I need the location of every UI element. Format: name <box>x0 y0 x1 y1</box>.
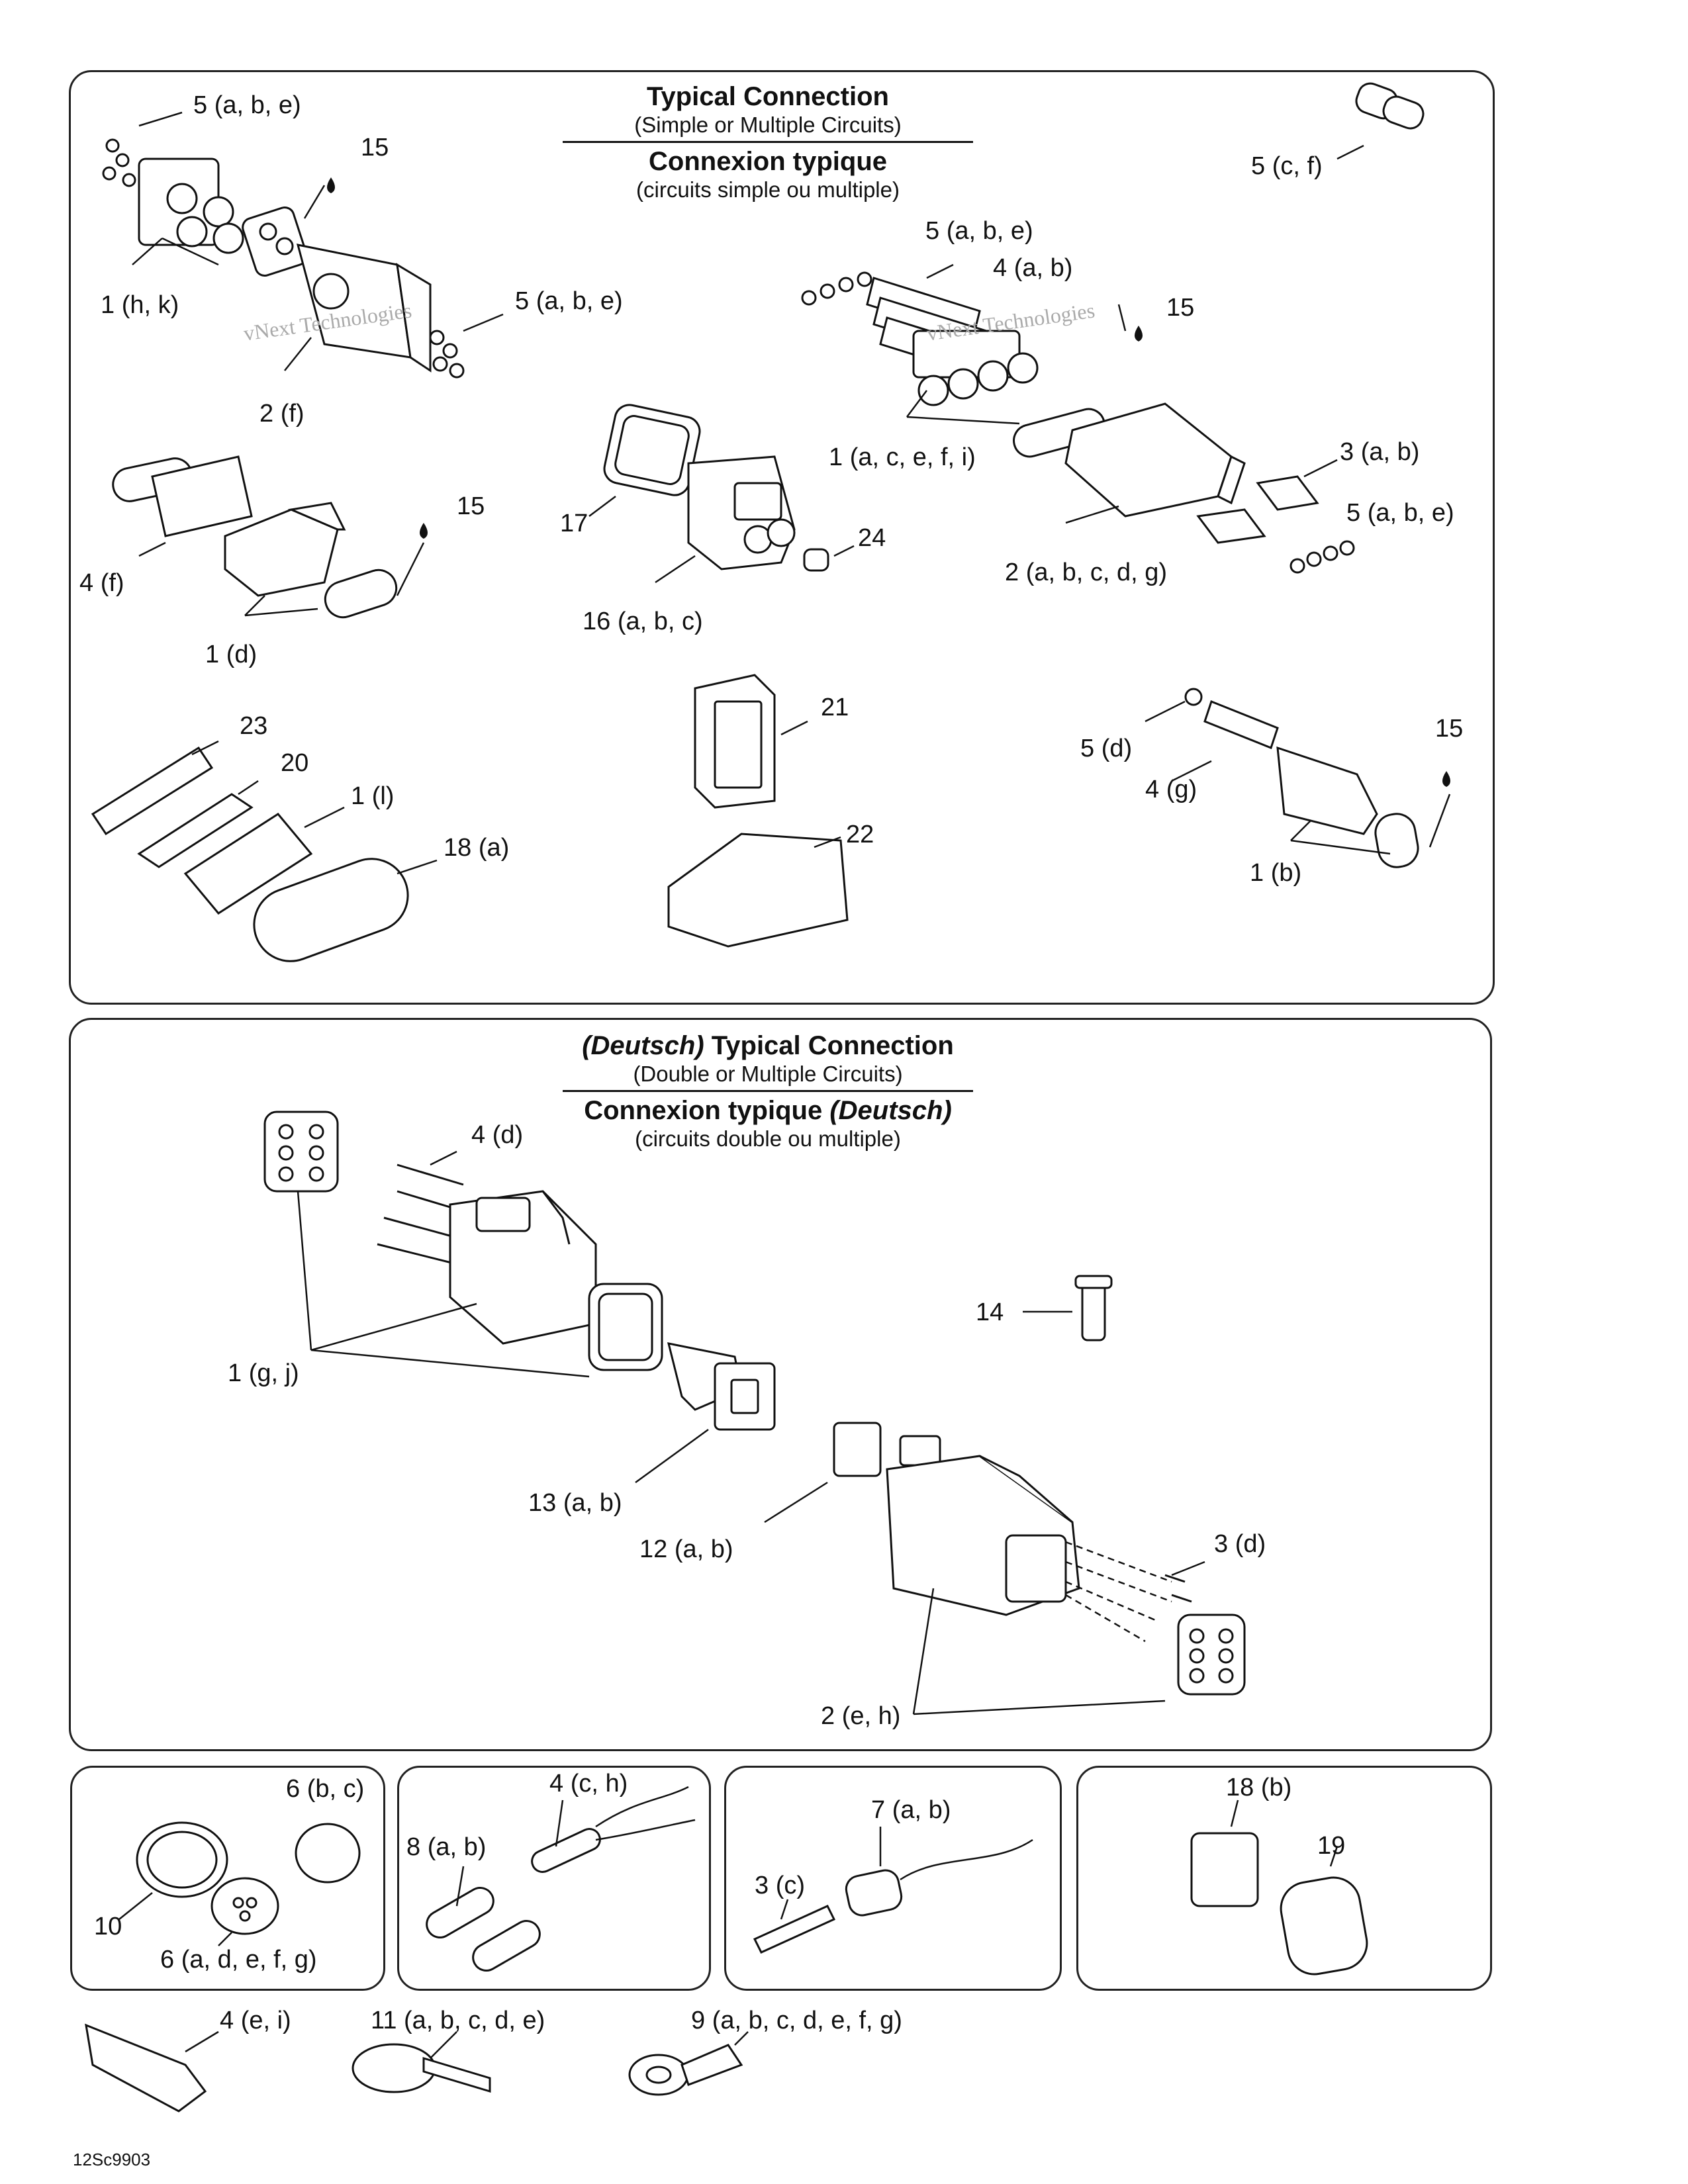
title-en-main: Typical Connection <box>711 1031 954 1060</box>
callout-6adefg: 6 (a, d, e, f, g) <box>160 1946 317 1974</box>
callout-23: 23 <box>240 712 268 740</box>
callout-15-b: 15 <box>1166 294 1195 322</box>
callout-1hk: 1 (h, k) <box>101 291 179 319</box>
title-fr: Connexion typique <box>649 147 887 176</box>
callout-5abe-right2: 5 (a, b, e) <box>1346 499 1454 527</box>
callout-13ab: 13 (a, b) <box>528 1489 622 1517</box>
terminal-block-21-22-drawing <box>667 674 849 948</box>
callout-3d: 3 (d) <box>1214 1530 1266 1558</box>
header-divider <box>563 141 973 143</box>
callout-2f: 2 (f) <box>259 400 305 428</box>
callout-5d: 5 (d) <box>1080 735 1133 762</box>
panel-deutsch-connection <box>69 1018 1492 1751</box>
pin-14-drawing <box>1023 1275 1113 1342</box>
typical-connection-header: Typical Connection (Simple or Multiple C… <box>563 83 973 201</box>
ring-terminal-9-drawing <box>628 2031 749 2096</box>
connector-2abcdg-drawing <box>801 263 1355 574</box>
deutsch-receptacle-drawing <box>764 1422 1246 1715</box>
callout-1acefi: 1 (a, c, e, f, i) <box>829 443 976 471</box>
wire-8-drawing <box>426 1786 696 1972</box>
connector-18b-19-drawing <box>1190 1799 1368 1976</box>
callout-1l: 1 (l) <box>351 782 395 810</box>
callout-5abe-right: 5 (a, b, e) <box>925 217 1033 245</box>
title-en-prefix: (Deutsch) <box>582 1031 704 1060</box>
callout-1d: 1 (d) <box>205 641 258 668</box>
seal-5cf-drawing <box>1336 82 1425 160</box>
subtitle-en: (Double or Multiple Circuits) <box>633 1062 903 1086</box>
callout-8ab: 8 (a, b) <box>406 1833 487 1861</box>
fuse-holder-7-drawing <box>753 1827 1033 1954</box>
panel-kit-18b-19 <box>1076 1766 1492 1991</box>
callout-5abe-top: 5 (a, b, e) <box>193 91 301 119</box>
callout-15-a: 15 <box>361 134 389 161</box>
subtitle-fr: (circuits simple ou multiple) <box>636 177 900 202</box>
deutsch-connection-header: (Deutsch) Typical Connection (Double or … <box>563 1032 973 1150</box>
title-fr: Connexion typique (Deutsch) <box>563 1097 973 1124</box>
callout-5cf: 5 (c, f) <box>1251 152 1323 180</box>
callout-2eh: 2 (e, h) <box>821 1702 901 1730</box>
callout-4f: 4 (f) <box>79 569 124 597</box>
callout-20: 20 <box>281 749 309 777</box>
callout-6bc: 6 (b, c) <box>286 1775 365 1803</box>
header-divider <box>563 1090 973 1092</box>
title-en: (Deutsch) Typical Connection <box>563 1032 973 1059</box>
callout-15-d: 15 <box>1435 715 1464 743</box>
callout-11abcde: 11 (a, b, c, d, e) <box>371 2007 545 2034</box>
title-fr-suffix: (Deutsch) <box>829 1096 952 1125</box>
connector-1b-drawing <box>1145 688 1451 868</box>
callout-1b: 1 (b) <box>1250 859 1302 887</box>
callout-1gj: 1 (g, j) <box>228 1359 299 1387</box>
callout-15-c: 15 <box>457 492 485 520</box>
panel-kit-7-3c <box>724 1766 1062 1991</box>
callout-14: 14 <box>976 1298 1004 1326</box>
callout-7ab: 7 (a, b) <box>871 1796 951 1824</box>
callout-9abcdefg: 9 (a, b, c, d, e, f, g) <box>691 2007 902 2034</box>
callout-2abcdg: 2 (a, b, c, d, g) <box>1005 559 1167 586</box>
terminal-4ei-drawing <box>85 2023 219 2113</box>
callout-4ei: 4 (e, i) <box>220 2007 291 2034</box>
callout-18a: 18 (a) <box>444 834 510 862</box>
callout-5abe-mid: 5 (a, b, e) <box>515 287 623 315</box>
callout-19: 19 <box>1317 1832 1346 1860</box>
deutsch-plug-drawing <box>263 1111 776 1484</box>
callout-10: 10 <box>94 1913 122 1940</box>
callout-24: 24 <box>858 524 886 552</box>
title-en: Typical Connection <box>647 82 889 111</box>
connector-1hk-drawing <box>102 111 504 379</box>
panel-kit-4ch-8 <box>397 1766 711 1991</box>
callout-4g: 4 (g) <box>1145 776 1197 803</box>
cap-10-drawing <box>118 1821 361 1946</box>
connector-18a-drawing <box>91 740 438 962</box>
callout-21: 21 <box>821 694 849 721</box>
callout-18b: 18 (b) <box>1226 1774 1292 1801</box>
cable-tie-11-drawing <box>352 2031 491 2093</box>
callout-16abc: 16 (a, b, c) <box>583 608 703 635</box>
panel-typical-connection <box>69 70 1495 1005</box>
callout-22: 22 <box>846 821 874 848</box>
connector-1d-drawing <box>112 455 428 619</box>
figure-code: 12Sc9903 <box>73 2150 151 2169</box>
callout-3c: 3 (c) <box>755 1872 805 1899</box>
title-fr-main: Connexion typique <box>584 1096 823 1125</box>
callout-12ab: 12 (a, b) <box>639 1535 733 1563</box>
subtitle-fr: (circuits double ou multiple) <box>635 1126 901 1151</box>
callout-4ch: 4 (c, h) <box>549 1770 628 1797</box>
subtitle-en: (Simple or Multiple Circuits) <box>634 113 902 137</box>
callout-3ab: 3 (a, b) <box>1340 438 1420 466</box>
panel-kit-6-10 <box>70 1766 385 1991</box>
callout-4d: 4 (d) <box>471 1121 524 1149</box>
callout-17: 17 <box>560 510 588 537</box>
callout-4ab: 4 (a, b) <box>993 254 1073 282</box>
housing-16abc-drawing <box>588 404 855 584</box>
